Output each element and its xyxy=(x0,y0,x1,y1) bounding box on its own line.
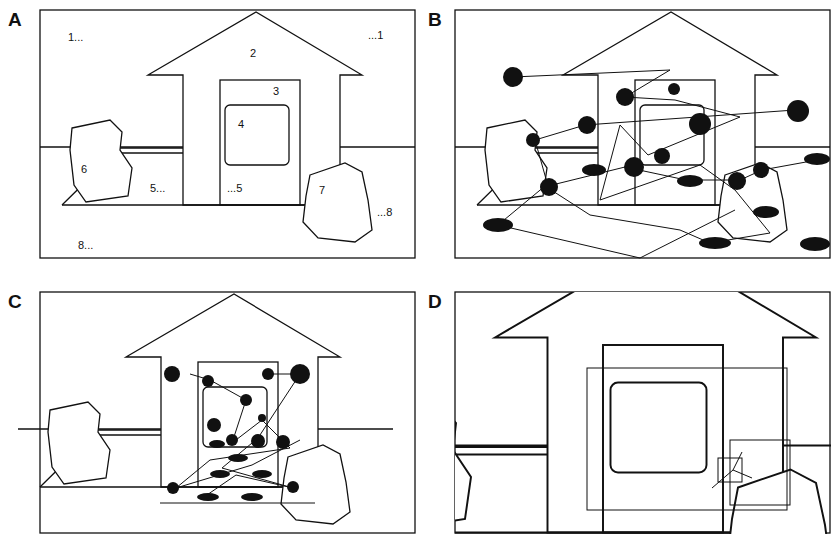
panel-letter: A xyxy=(8,10,22,29)
panel-letter: D xyxy=(428,292,442,311)
region-number: 4 xyxy=(238,119,244,130)
panel-letter: B xyxy=(428,10,442,29)
region-number: 6 xyxy=(81,164,87,175)
region-number: 3 xyxy=(273,86,279,97)
region-number: ...5 xyxy=(227,183,242,194)
region-number: 5... xyxy=(150,183,165,194)
region-number: 2 xyxy=(250,48,256,59)
region-number: 7 xyxy=(319,185,325,196)
panel-letter: C xyxy=(8,292,22,311)
region-number: ...1 xyxy=(368,30,383,41)
region-number: 8... xyxy=(78,240,93,251)
region-number: ...8 xyxy=(377,207,392,218)
region-number: 1... xyxy=(68,32,83,43)
